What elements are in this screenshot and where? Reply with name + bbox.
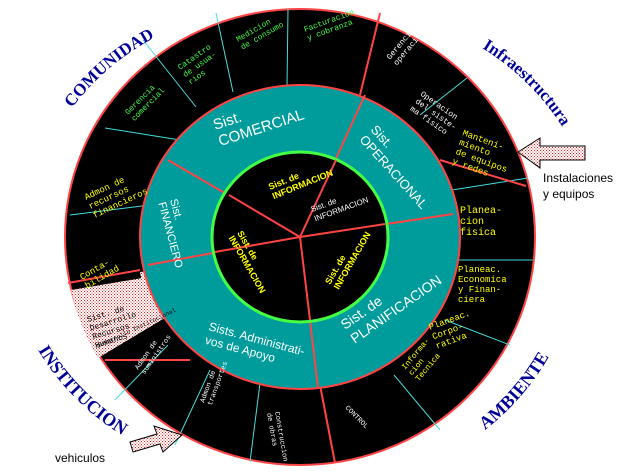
instalaciones-arrow [517, 137, 586, 169]
instalaciones-label: Instalaciones y equipos [543, 171, 614, 201]
outer-ring-minor-dividers [69, 8, 533, 463]
inner-circle-dividers [214, 159, 386, 321]
vehiculos-arrow [129, 425, 183, 453]
outer-ring-major-dividers [67, 12, 527, 464]
vehiculos-label: vehiculos [55, 451, 106, 465]
